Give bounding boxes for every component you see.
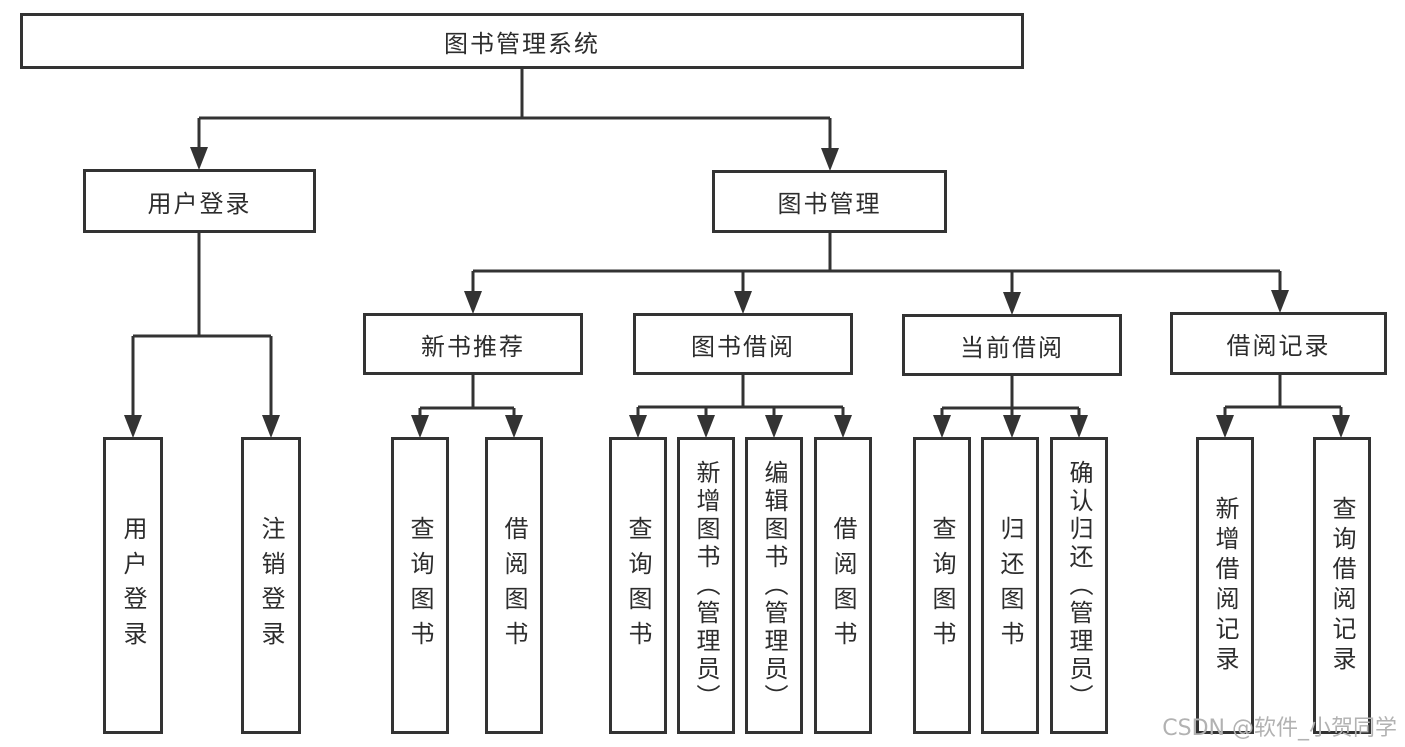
- node-label: 新书推荐: [421, 332, 525, 361]
- node-book-borrow: 图书借阅: [633, 313, 853, 375]
- node-current-borrow: 当前借阅: [902, 314, 1122, 376]
- connector-current-to-leaves: [940, 376, 1081, 421]
- node-new-book-recommend: 新书推荐: [363, 313, 583, 375]
- node-label: 查询图书: [624, 515, 652, 656]
- node-book-management: 图书管理: [712, 170, 947, 233]
- node-label: 当前借阅: [960, 333, 1064, 362]
- connector-root-to-level2: [197, 69, 832, 152]
- node-label: 图书管理: [777, 190, 882, 218]
- node-label: 查询图书: [928, 515, 956, 656]
- node-label: 归还图书: [996, 515, 1024, 656]
- node-label: 确认归还（管理员）: [1065, 459, 1093, 712]
- node-label: 新增图书（管理员）: [692, 459, 720, 712]
- arrowheads: [124, 147, 1350, 438]
- csdn-watermark: CSDN @软件_小贺同学: [1162, 716, 1397, 741]
- node-leaf-edit-book-admin: 编辑图书（管理员）: [745, 437, 803, 734]
- connector-recommend-to-leaves: [418, 375, 516, 421]
- node-label: 图书借阅: [691, 332, 795, 361]
- node-label: 图书管理系统: [444, 29, 600, 58]
- node-label: 新增借阅记录: [1211, 495, 1239, 676]
- node-user-login: 用户登录: [83, 169, 316, 233]
- connector-records-to-leaves: [1223, 375, 1343, 421]
- connector-login-to-leaves: [131, 233, 273, 420]
- node-leaf-borrow-books: 借阅图书: [485, 437, 543, 734]
- node-leaf-query-books: 查询图书: [391, 437, 449, 734]
- node-label: 借阅记录: [1226, 332, 1331, 360]
- node-borrow-records: 借阅记录: [1170, 312, 1387, 375]
- node-label: 用户登录: [119, 515, 147, 656]
- node-system-root: 图书管理系统: [20, 13, 1024, 69]
- node-label: 借阅图书: [500, 515, 528, 656]
- node-leaf-user-login: 用户登录: [103, 437, 163, 734]
- node-label: 查询借阅记录: [1328, 495, 1356, 676]
- node-leaf-query-books: 查询图书: [609, 437, 667, 734]
- node-label: 用户登录: [147, 189, 252, 218]
- node-leaf-confirm-return-admin: 确认归还（管理员）: [1050, 437, 1108, 734]
- node-leaf-add-book-admin: 新增图书（管理员）: [677, 437, 735, 734]
- node-leaf-query-borrow-record: 查询借阅记录: [1313, 437, 1371, 734]
- node-label: 借阅图书: [829, 515, 857, 656]
- node-leaf-return-books: 归还图书: [981, 437, 1039, 734]
- node-label: 注销登录: [257, 515, 285, 656]
- node-leaf-add-borrow-record: 新增借阅记录: [1196, 437, 1254, 734]
- connector-borrow-to-leaves: [636, 375, 845, 421]
- node-leaf-borrow-books: 借阅图书: [814, 437, 872, 734]
- node-label: 查询图书: [406, 515, 434, 656]
- node-leaf-logout: 注销登录: [241, 437, 301, 734]
- node-label: 编辑图书（管理员）: [760, 459, 788, 712]
- node-leaf-query-books: 查询图书: [913, 437, 971, 734]
- connector-books-to-level3: [471, 233, 1282, 296]
